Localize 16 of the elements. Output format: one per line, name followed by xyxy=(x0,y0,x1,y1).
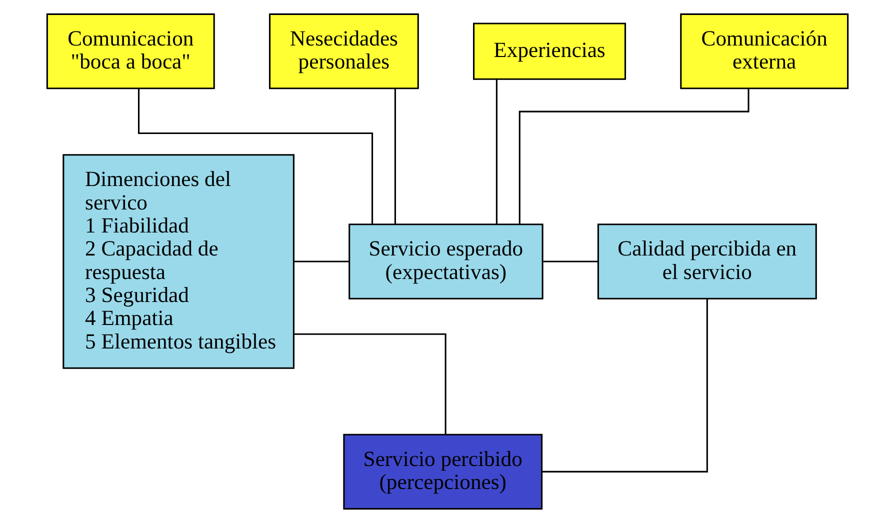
connector xyxy=(138,88,374,224)
connector xyxy=(394,88,396,224)
node-box: Comunicación externa xyxy=(680,13,849,90)
node-box: Experiencias xyxy=(473,22,626,80)
node-box: Comunicacion "boca a boca" xyxy=(46,13,215,90)
node-box: Servicio percibido (percepciones) xyxy=(343,434,543,510)
connector xyxy=(518,88,750,224)
node-box: Calidad percibida en el servicio xyxy=(597,224,817,300)
node-box: Servicio esperado (expectativas) xyxy=(348,224,544,300)
node-box: Nesecidades personales xyxy=(268,13,419,90)
connector xyxy=(294,260,350,262)
connector xyxy=(294,333,446,434)
connector xyxy=(543,260,598,262)
connector xyxy=(496,79,498,224)
node-box: Dimenciones del servico 1 Fiabilidad 2 Capacidad de respuesta 3 Seguridad 4 Empatia 5 Elementos tangibles xyxy=(62,154,294,369)
connector xyxy=(542,298,708,472)
